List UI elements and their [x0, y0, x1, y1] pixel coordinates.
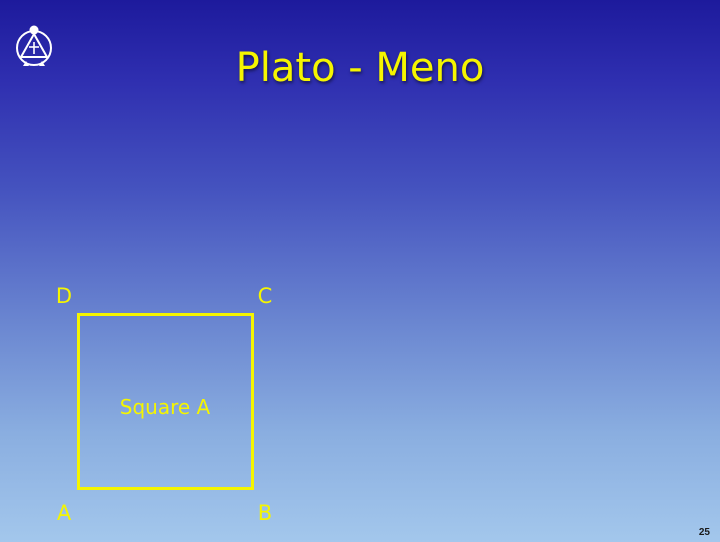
vertex-label-b: B [258, 501, 272, 525]
square-a-outline [77, 313, 254, 490]
vertex-label-d: D [56, 284, 72, 308]
vertex-label-c: C [258, 284, 273, 308]
vertex-label-a: A [57, 501, 72, 525]
square-a-label: Square A [120, 395, 211, 419]
slide-title: Plato - Meno [235, 45, 485, 91]
triangle-emblem-icon [16, 25, 52, 66]
page-number: 25 [698, 527, 710, 538]
